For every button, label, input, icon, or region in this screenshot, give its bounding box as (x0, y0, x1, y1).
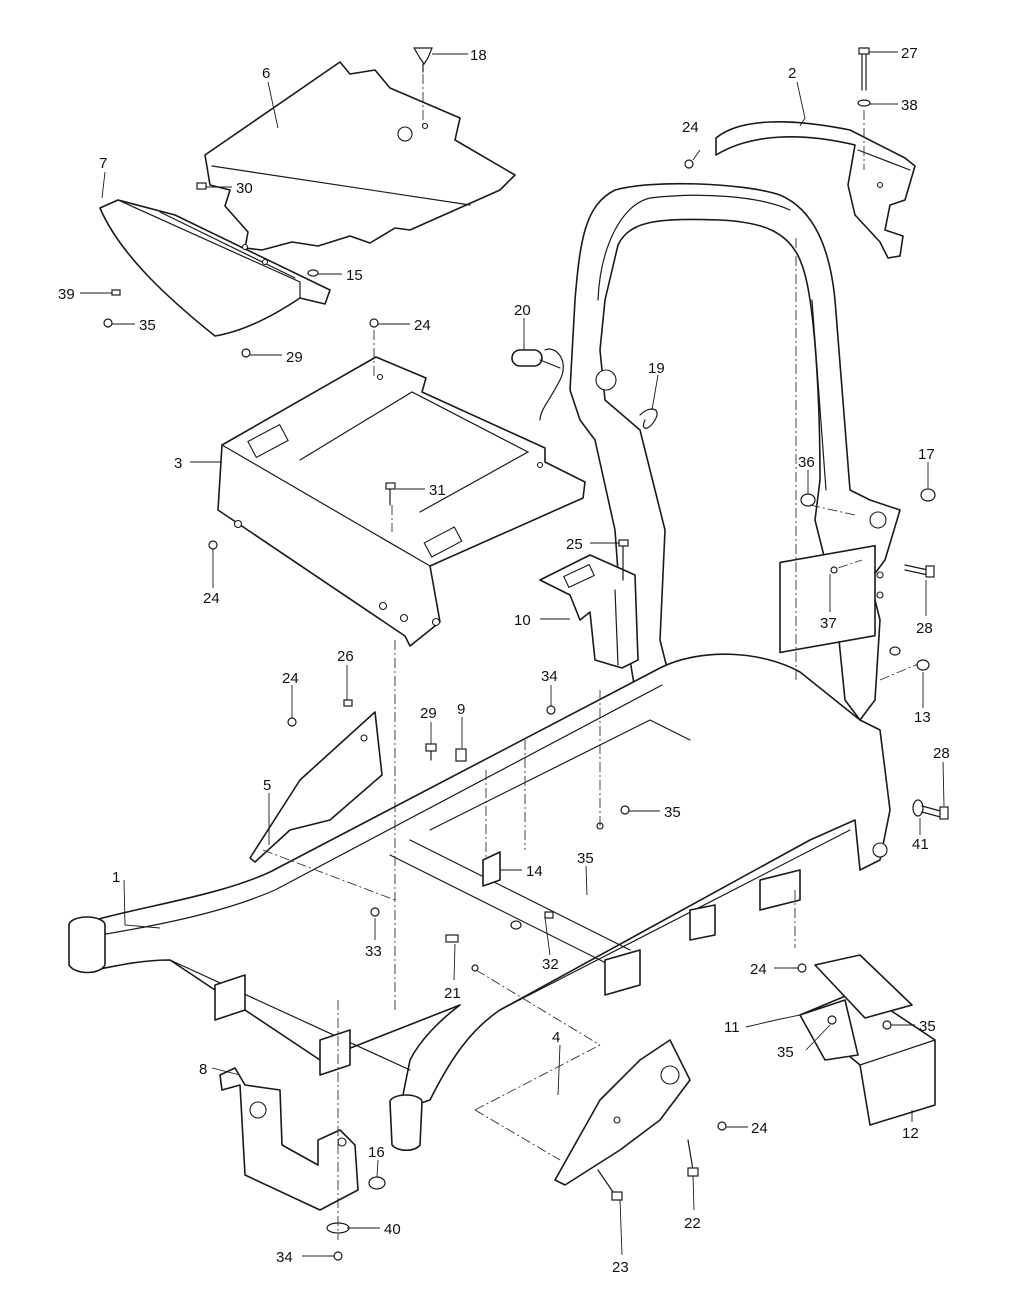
callout-16: 16 (368, 1144, 385, 1161)
alignment-lines (262, 74, 919, 1240)
callout-25: 25 (566, 536, 583, 553)
callout-38: 38 (901, 97, 918, 114)
part-lower-bracket (219, 1067, 359, 1211)
callout-30: 30 (236, 180, 253, 197)
callout-35c: 35 (577, 850, 594, 867)
callout-labels: 1 2 3 4 5 6 7 8 9 10 11 12 13 14 15 16 1… (58, 45, 950, 1276)
callout-34b: 34 (276, 1249, 293, 1266)
part-front-cover (99, 199, 331, 337)
part-seat-bracket (539, 554, 639, 669)
callout-24e: 24 (750, 961, 767, 978)
part-right-side-plate (554, 1039, 691, 1186)
callout-28a: 28 (916, 620, 933, 637)
callout-7: 7 (99, 155, 107, 172)
callout-9: 9 (457, 701, 465, 718)
callout-24b: 24 (414, 317, 431, 334)
callout-24f: 24 (751, 1120, 768, 1137)
callout-29a: 29 (286, 349, 303, 366)
callout-29b: 29 (420, 705, 437, 722)
callout-35e: 35 (777, 1044, 794, 1061)
callout-23: 23 (612, 1259, 629, 1276)
callout-35a: 35 (139, 317, 156, 334)
callout-20: 20 (514, 302, 531, 319)
callout-19: 19 (648, 360, 665, 377)
callout-14: 14 (526, 863, 543, 880)
callout-35b: 35 (664, 804, 681, 821)
callout-24c: 24 (203, 590, 220, 607)
callout-27: 27 (901, 45, 918, 62)
callout-5: 5 (263, 777, 271, 794)
callout-26: 26 (337, 648, 354, 665)
part-main-frame (68, 544, 891, 1152)
callout-18: 18 (470, 47, 487, 64)
part-seat-plate (217, 356, 586, 647)
part-lower-rops (569, 182, 901, 761)
callout-36: 36 (798, 454, 815, 471)
callout-34a: 34 (541, 668, 558, 685)
part-left-side-plate (249, 711, 383, 863)
callout-1: 1 (112, 869, 120, 886)
callout-11: 11 (724, 1019, 740, 1036)
part-upper-rops (715, 121, 916, 259)
callout-24a: 24 (682, 119, 699, 136)
callout-39: 39 (58, 286, 75, 303)
callout-6: 6 (262, 65, 270, 82)
callout-17: 17 (918, 446, 935, 463)
callout-13: 13 (914, 709, 931, 726)
callout-4: 4 (552, 1029, 560, 1046)
callout-15: 15 (346, 267, 363, 284)
callout-22: 22 (684, 1215, 701, 1232)
callout-31: 31 (429, 482, 446, 499)
callout-10: 10 (514, 612, 531, 629)
callout-8: 8 (199, 1061, 207, 1078)
callout-35d: 35 (919, 1018, 936, 1035)
callout-24d: 24 (282, 670, 299, 687)
callout-32: 32 (542, 956, 559, 973)
callout-37: 37 (820, 615, 837, 632)
callout-2: 2 (788, 65, 796, 82)
callout-41: 41 (912, 836, 929, 853)
part-floor-plate (204, 61, 516, 251)
callout-3: 3 (174, 455, 182, 472)
leader-lines (80, 51, 945, 1257)
part-rear-box (799, 954, 936, 1126)
callout-33: 33 (365, 943, 382, 960)
callout-40: 40 (384, 1221, 401, 1238)
callout-12: 12 (902, 1125, 919, 1142)
callout-28b: 28 (933, 745, 950, 762)
callout-21: 21 (444, 985, 461, 1002)
